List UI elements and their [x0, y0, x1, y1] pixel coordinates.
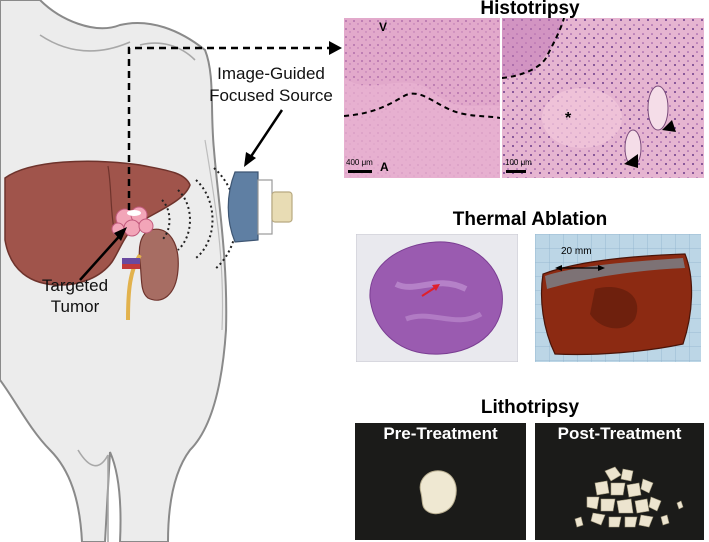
arrowhead-marker-2 — [624, 154, 638, 168]
tumor-label-line2: Tumor — [50, 297, 100, 316]
histology-panel-left — [344, 18, 500, 178]
source-label-line1: Image-Guided — [217, 64, 325, 83]
thermal-liver-panel — [535, 234, 701, 362]
litho-pre-panel — [355, 423, 526, 540]
vessel-outline — [647, 85, 669, 131]
histo-right-scale-label: 100 μm — [505, 158, 532, 167]
thermal-slide-panel — [356, 234, 518, 362]
source-arrowhead — [244, 152, 256, 167]
vessels-red — [122, 264, 140, 269]
thermal-ablation-title: Thermal Ablation — [452, 209, 608, 230]
thermal-scale-label: 20 mm — [561, 246, 592, 257]
intact-stone — [419, 470, 457, 515]
arrowhead-marker-1 — [662, 120, 676, 132]
transducer-body — [257, 179, 273, 235]
scale-bar-right — [506, 170, 526, 173]
chest-line-right — [139, 42, 196, 61]
torso-outline — [0, 0, 228, 542]
histo-left-v-marker: V — [379, 20, 388, 34]
histo-right-star-marker: * — [565, 110, 572, 127]
pre-treatment-label: Pre-Treatment — [383, 424, 498, 443]
fragmented-stone — [574, 466, 684, 528]
vessels — [122, 258, 140, 264]
source-label-line2: Focused Source — [209, 86, 333, 105]
tumor-label-line1: Targeted — [41, 276, 109, 295]
boundary-line-right — [502, 18, 565, 79]
groin-line — [77, 449, 109, 467]
histo-left-scale-label: 400 μm — [346, 158, 373, 167]
histotripsy-title: Histotripsy — [480, 0, 580, 19]
kidney — [138, 228, 179, 301]
histo-left-a-marker: A — [380, 160, 389, 174]
wave-arc-2 — [177, 189, 191, 251]
scale-bar-left — [348, 170, 372, 173]
histology-panel-right — [502, 18, 704, 178]
stained-section — [369, 241, 503, 355]
arm-edge — [204, 139, 224, 331]
boundary-line-left — [344, 92, 500, 119]
post-treatment-label: Post-Treatment — [557, 424, 682, 443]
connector-arrowhead — [329, 41, 342, 55]
transducer-handle — [271, 191, 293, 223]
source-arrow-line — [248, 109, 284, 159]
tumor-arrowhead — [114, 227, 127, 241]
lithotripsy-title: Lithotripsy — [480, 397, 580, 418]
wave-arc-1 — [161, 199, 171, 241]
chest-line — [39, 34, 131, 52]
red-arrow — [421, 286, 437, 297]
transducer-head — [227, 171, 259, 243]
dashed-connector — [127, 46, 330, 210]
litho-post-panel — [535, 423, 704, 540]
tumor-arrow-line — [79, 230, 125, 281]
